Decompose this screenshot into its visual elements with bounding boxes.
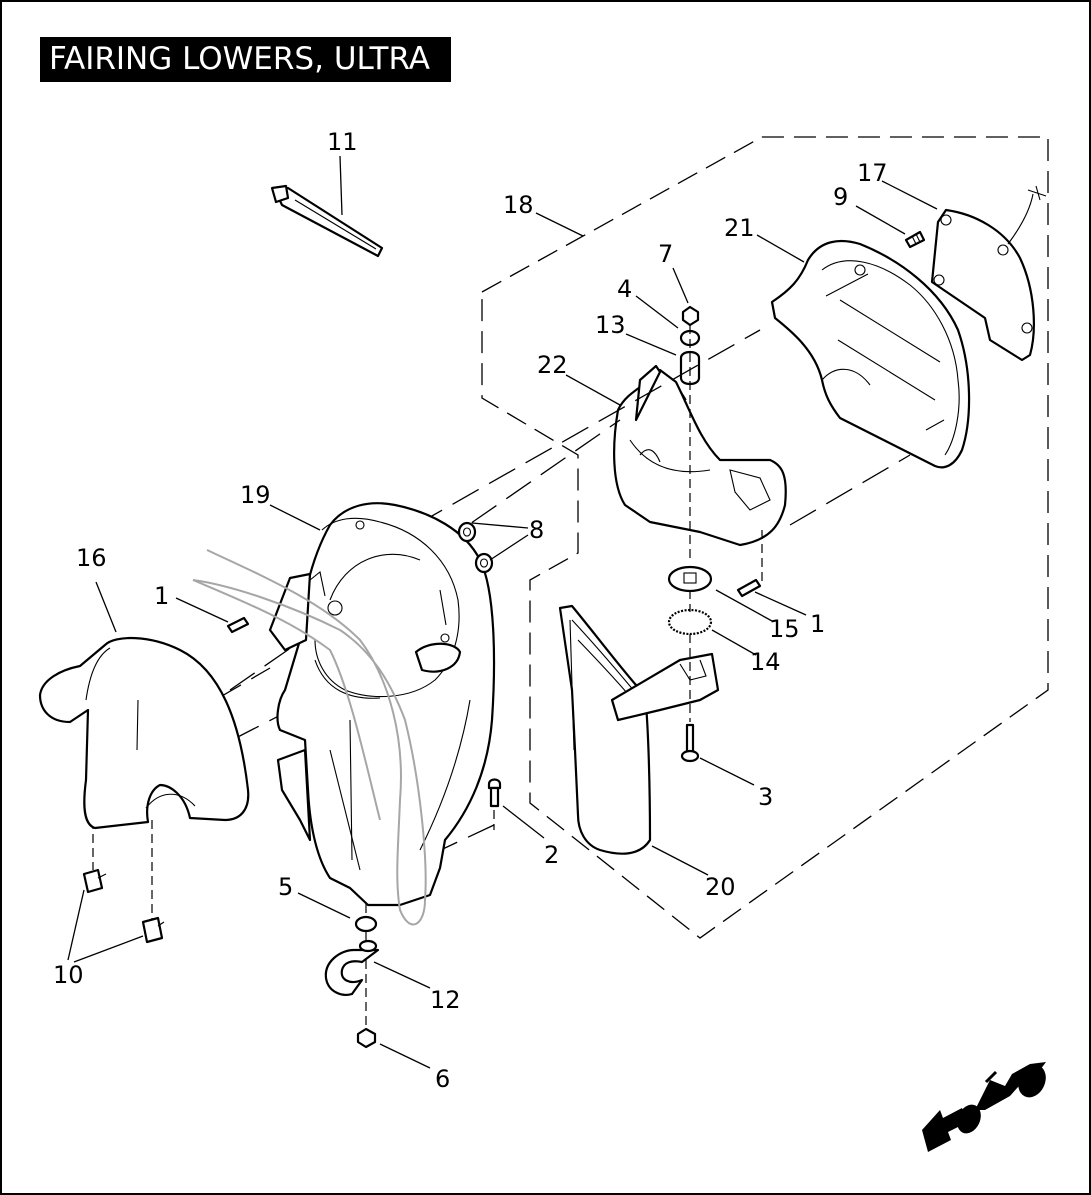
part-screw-1a — [226, 616, 250, 634]
callout-numbers: 11 18 7 4 13 22 21 9 17 19 8 16 1 1 15 1… — [53, 128, 888, 1093]
part-washer-15 — [667, 565, 713, 593]
callout-17: 17 — [857, 159, 888, 187]
part-washer-5 — [354, 915, 378, 933]
wiring-harness — [192, 549, 427, 926]
callout-13: 13 — [595, 311, 626, 339]
callout-7: 7 — [658, 240, 673, 268]
kit-boundary — [481, 136, 1049, 939]
motorcycle-front-direction-icon — [922, 1062, 1046, 1152]
callout-12: 12 — [430, 986, 461, 1014]
callout-8: 8 — [529, 516, 544, 544]
callout-9: 9 — [833, 183, 848, 211]
part-clamp-12 — [324, 939, 380, 996]
callout-21: 21 — [724, 214, 755, 242]
part-cover — [930, 185, 1047, 362]
part-screw-1b — [736, 578, 762, 598]
callout-11: 11 — [327, 128, 358, 156]
page-title: FAIRING LOWERS, ULTRA — [40, 37, 451, 82]
part-fairing-lower — [268, 502, 496, 907]
part-inner-panel — [770, 239, 971, 469]
part-bolt-3 — [680, 723, 700, 763]
part-nut-7 — [681, 305, 700, 327]
callout-14: 14 — [750, 648, 781, 676]
callout-2: 2 — [544, 841, 559, 869]
callout-16: 16 — [76, 544, 107, 572]
callout-19: 19 — [240, 481, 271, 509]
callout-20: 20 — [705, 873, 736, 901]
part-grommets-8 — [457, 521, 494, 574]
part-cable-strap — [270, 184, 384, 258]
part-screw-9 — [904, 230, 926, 249]
callout-15: 15 — [769, 615, 800, 643]
callout-10: 10 — [53, 961, 84, 989]
callout-1a: 1 — [154, 582, 169, 610]
callout-3: 3 — [758, 783, 773, 811]
callout-22: 22 — [537, 351, 568, 379]
leader-lines — [67, 155, 938, 1069]
callout-5: 5 — [278, 873, 293, 901]
part-nut-6 — [356, 1027, 377, 1049]
callout-18: 18 — [503, 191, 534, 219]
part-clip-nuts-10 — [82, 868, 165, 944]
callout-4: 4 — [617, 275, 632, 303]
part-center-bracket — [613, 364, 787, 547]
part-screw-2 — [487, 778, 502, 808]
callout-6: 6 — [435, 1065, 450, 1093]
assembly-lines — [92, 325, 911, 1030]
part-lock-washer-14 — [667, 608, 713, 636]
callout-1b: 1 — [810, 610, 825, 638]
part-door — [558, 604, 720, 855]
part-glove-box-housing — [38, 637, 250, 830]
